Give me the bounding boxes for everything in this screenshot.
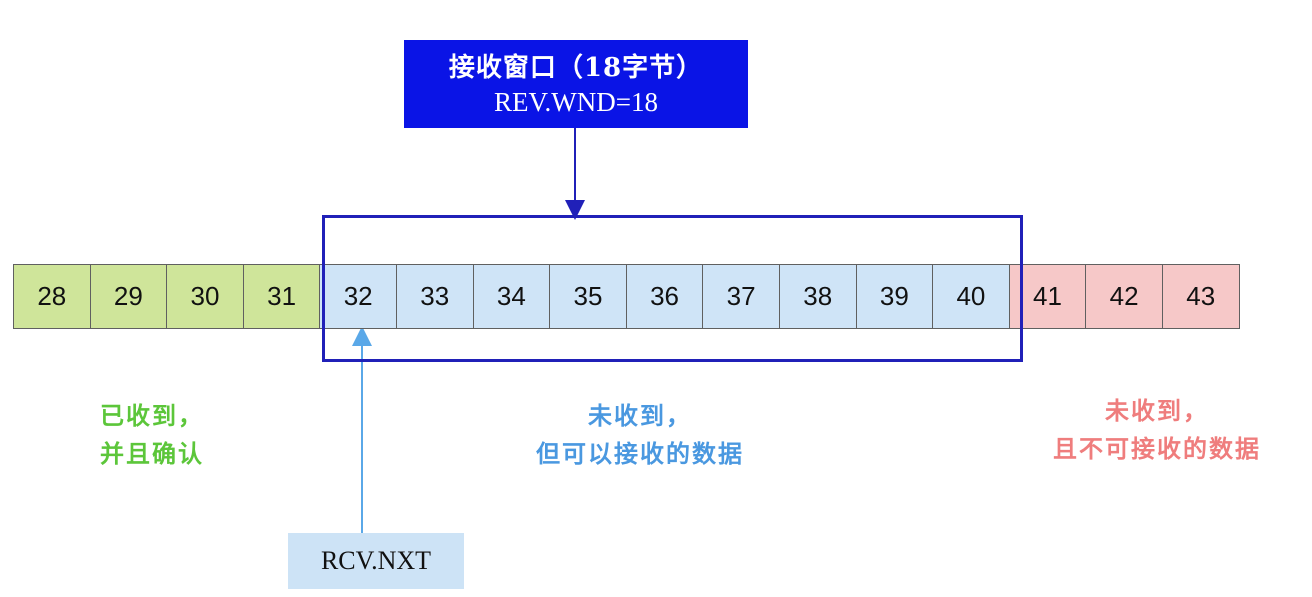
- acked-label-line2: 并且确认: [100, 439, 204, 468]
- outside-label-line1: 未收到，: [1105, 396, 1209, 425]
- receive-window-title-box: 接收窗口（18字节） REV.WND=18: [404, 40, 748, 128]
- receive-window-frame: [322, 215, 1023, 362]
- byte-cell-42: 42: [1085, 264, 1163, 329]
- byte-cell-43: 43: [1161, 264, 1240, 329]
- byte-cell-31: 31: [242, 264, 321, 329]
- byte-cell-35: 35: [549, 264, 627, 329]
- window-label-line1: 未收到，: [588, 401, 692, 430]
- byte-cell-29: 29: [89, 264, 168, 329]
- byte-cell-34: 34: [472, 264, 551, 329]
- window-label-line2: 但可以接收的数据: [536, 439, 744, 468]
- byte-cell-37: 37: [702, 264, 780, 329]
- rcv-nxt-box: RCV.NXT: [288, 533, 464, 589]
- acked-label: 已收到， 并且确认: [100, 397, 250, 473]
- byte-cell-40: 40: [932, 264, 1010, 329]
- byte-cell-32: 32: [319, 264, 397, 329]
- outside-label: 未收到， 且不可接收的数据: [1012, 392, 1302, 468]
- byte-cell-33: 33: [395, 264, 474, 329]
- window-label: 未收到， 但可以接收的数据: [490, 397, 790, 473]
- rcv-nxt-label: RCV.NXT: [320, 546, 432, 575]
- byte-cell-38: 38: [778, 264, 857, 329]
- byte-cell-36: 36: [625, 264, 704, 329]
- byte-cell-39: 39: [855, 264, 934, 329]
- byte-cell-28: 28: [13, 264, 91, 329]
- outside-label-line2: 且不可接收的数据: [1053, 434, 1261, 463]
- acked-label-line1: 已收到，: [100, 401, 204, 430]
- byte-cell-30: 30: [166, 264, 244, 329]
- receive-window-size: REV.WND=18: [494, 87, 658, 117]
- receive-window-title: 接收窗口（18字节）: [448, 53, 704, 83]
